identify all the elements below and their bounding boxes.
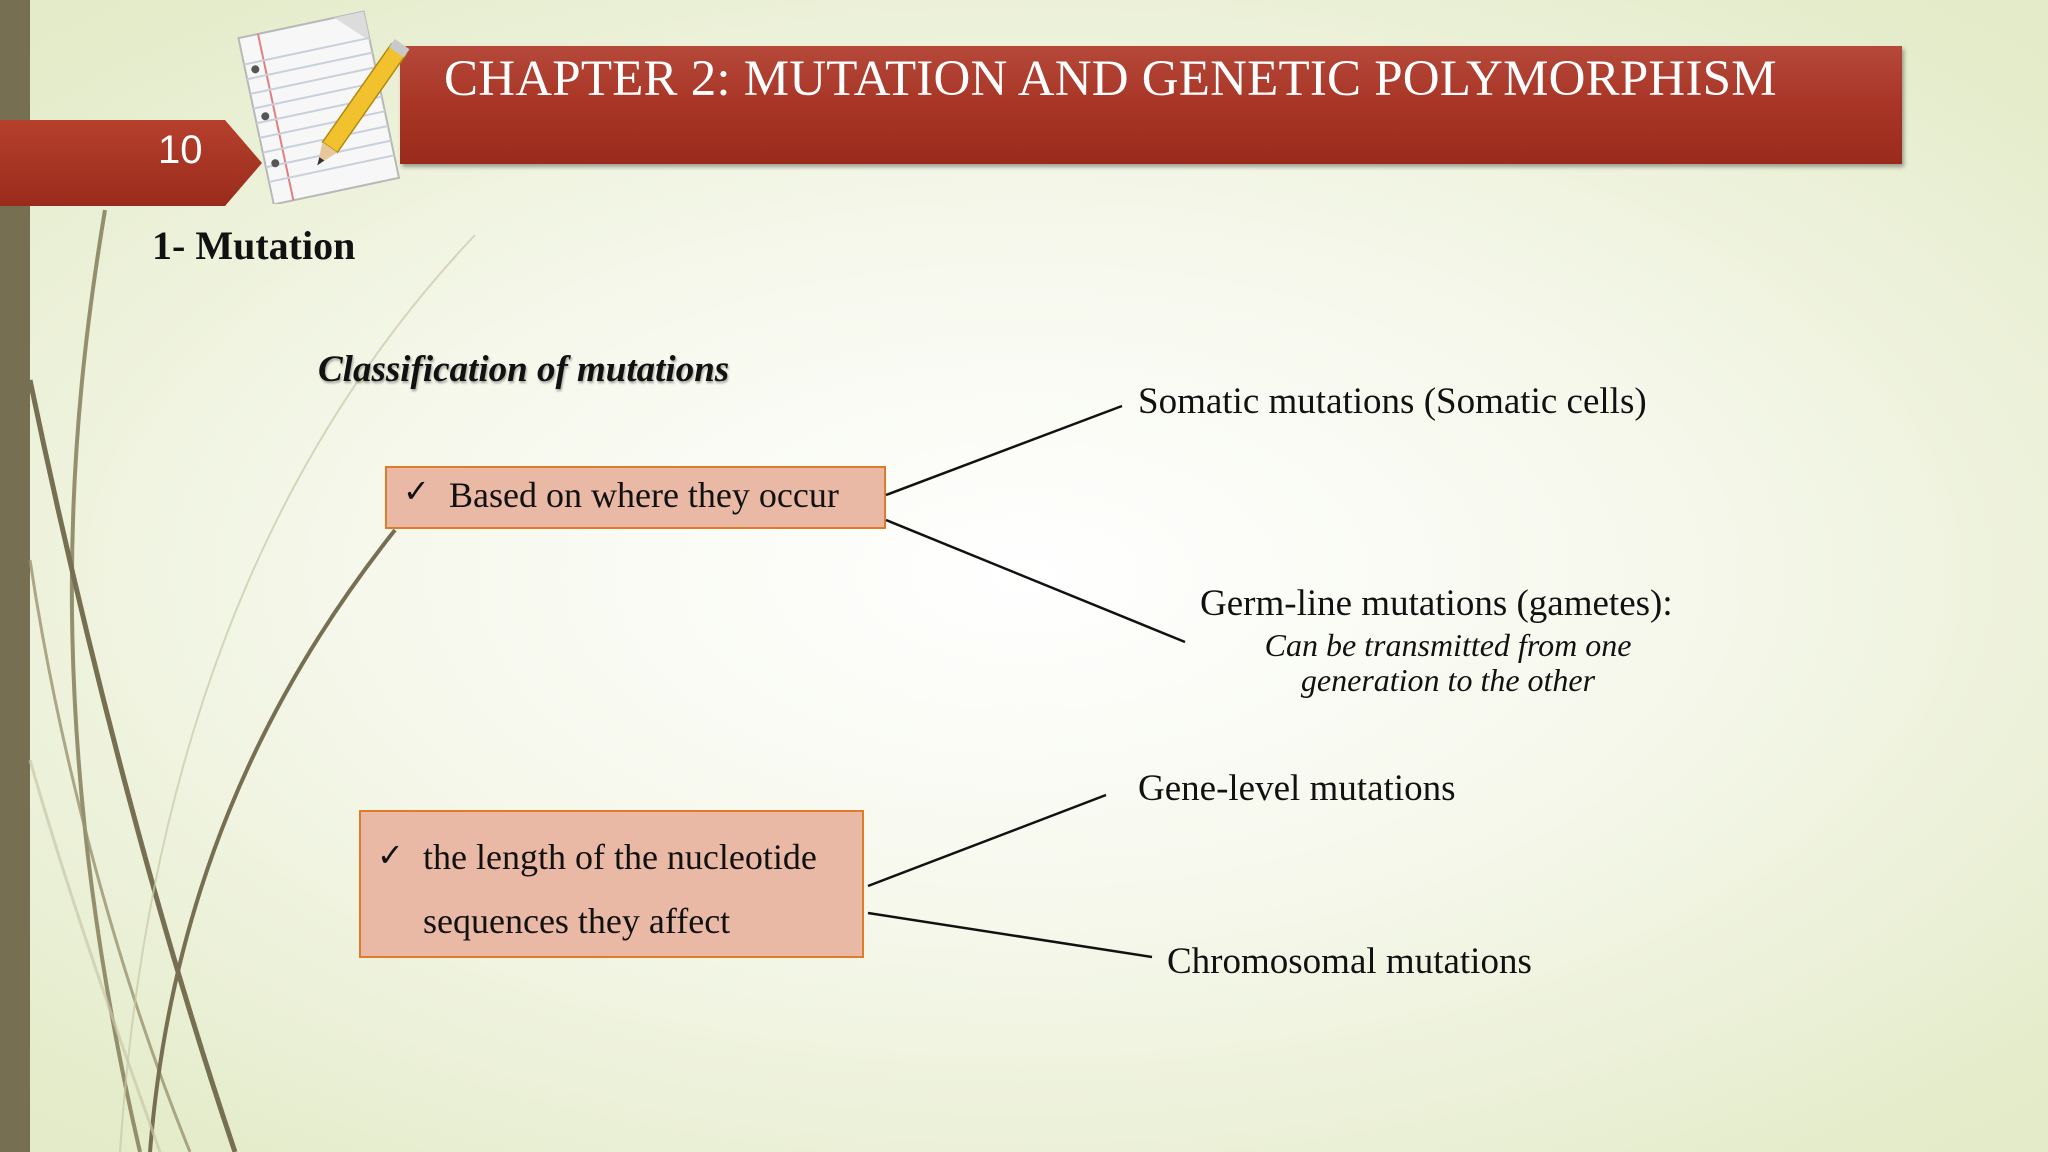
criterion-label: Based on where they occur <box>449 475 839 515</box>
connector-chromosomal <box>867 911 1153 959</box>
germline-note-line2: generation to the other <box>1300 662 1596 698</box>
title-banner <box>400 46 1902 164</box>
classification-heading: Classification of mutations <box>318 349 730 390</box>
slide-title: CHAPTER 2: MUTATION AND GENETIC POLYMORP… <box>444 51 1777 107</box>
notepad-pencil-icon <box>237 10 410 204</box>
germline-note-line1: Can be transmitted from one <box>1264 627 1632 663</box>
connector-germline <box>885 518 1186 644</box>
check-icon: ✓ <box>403 473 430 509</box>
criterion-box-length: ✓ the length of the nucleotide sequences… <box>359 810 864 958</box>
connector-gene-level <box>867 793 1107 888</box>
criterion-label-line2: sequences they affect <box>423 901 731 941</box>
connector-somatic <box>885 404 1123 497</box>
check-icon: ✓ <box>377 837 404 873</box>
criterion-box-location: ✓ Based on where they occur <box>385 466 886 529</box>
gene-level-mutations-label: Gene-level mutations <box>1138 768 1456 809</box>
chromosomal-mutations-label: Chromosomal mutations <box>1167 941 1532 982</box>
criterion-label-line1: the length of the nucleotide <box>423 837 817 877</box>
somatic-mutations-label: Somatic mutations (Somatic cells) <box>1138 381 1647 422</box>
section-heading: 1- Mutation <box>152 223 356 268</box>
germline-mutations-label: Germ-line mutations (gametes): <box>1200 583 1673 624</box>
slide-number: 10 <box>158 128 203 172</box>
slide-number-tab <box>0 120 262 206</box>
